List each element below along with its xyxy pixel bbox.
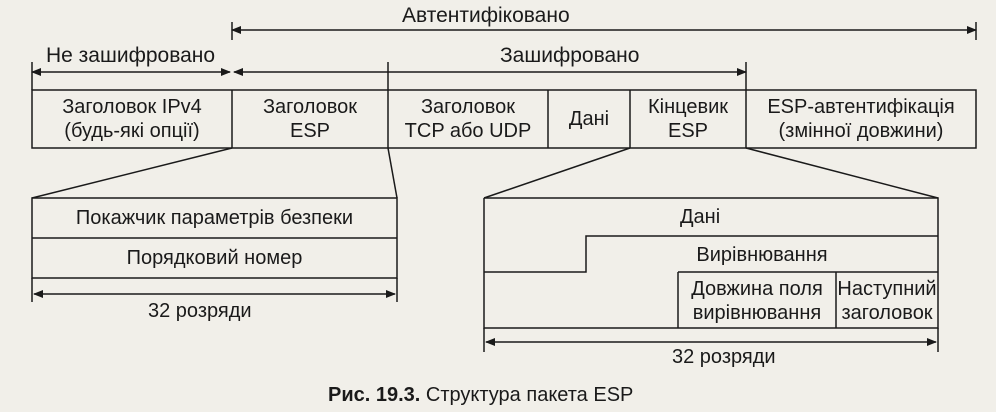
sequence-number-field: Порядковий номер <box>126 247 303 269</box>
packet-row <box>31 89 977 149</box>
trailer-data-field: Дані <box>680 206 721 228</box>
authenticated-label: Автентифіковано <box>402 4 570 27</box>
packet-field-ipv4-header: Заголовок IPv4(будь-які опції) <box>62 96 202 142</box>
padding-field: Вирівнювання <box>696 244 828 266</box>
esp-header-bits-label: 32 розряди <box>148 300 252 322</box>
packet-field-data: Дані <box>568 108 610 130</box>
unencrypted-label: Не зашифровано <box>46 44 216 67</box>
packet-field-esp-auth: ESP-автентифікація(змінної довжини) <box>767 96 955 142</box>
figure-caption: Рис. 19.3. Структура пакета ESP <box>328 384 633 407</box>
encrypted-label: Зашифровано <box>500 44 640 67</box>
esp-trailer-bits-label: 32 розряди <box>672 346 776 368</box>
spi-field: Покажчик параметрів безпеки <box>75 207 354 229</box>
figure-number: Рис. 19.3. <box>328 384 421 406</box>
figure-title: Структура пакета ESP <box>425 384 634 406</box>
